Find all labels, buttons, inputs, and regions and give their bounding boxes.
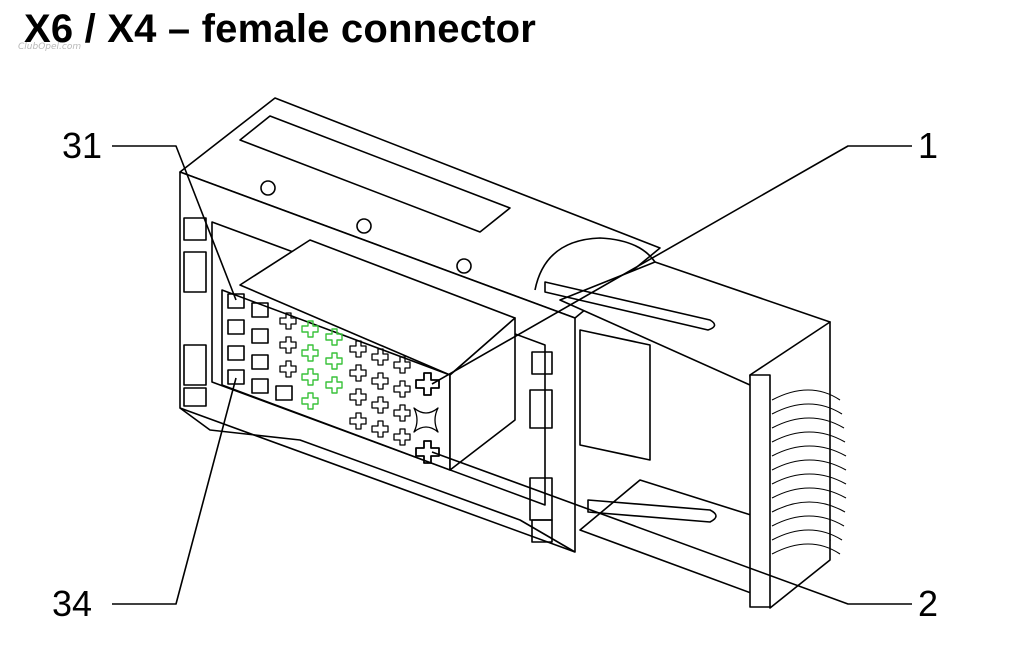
label-window — [239, 115, 511, 233]
top-hole-1 — [260, 180, 276, 196]
left-guide-slot-lower — [183, 344, 207, 386]
lever-upper-slot — [544, 281, 716, 331]
page-title: X6 / X4 – female connector — [24, 7, 537, 51]
highlighted-pins — [301, 320, 343, 410]
leader-line-2 — [431, 451, 912, 605]
small-pin-cavities — [279, 312, 440, 464]
callout-label-31: 31 — [62, 125, 103, 166]
insert-side-face — [449, 317, 516, 471]
top-hole-2 — [356, 218, 372, 234]
callout-label-1: 1 — [918, 125, 939, 166]
right-guide-block-bottom — [531, 519, 553, 543]
callout-label-2: 2 — [918, 583, 939, 624]
grip-face — [749, 374, 771, 608]
left-guide-block-top — [183, 217, 207, 241]
right-guide-block-top — [531, 351, 553, 375]
leader-line-34 — [112, 377, 237, 605]
lever-lower-slot — [587, 499, 717, 523]
leader-line-1 — [431, 145, 912, 385]
callout-label-34: 34 — [52, 583, 93, 624]
leader-line-31 — [112, 145, 237, 301]
large-cavities — [227, 293, 293, 401]
housing-bottom-lip — [179, 407, 576, 553]
grip-ribs — [771, 389, 847, 555]
right-guide-slot-upper — [529, 389, 553, 429]
left-guide-block-bottom — [183, 387, 207, 407]
lever-arc — [534, 237, 656, 291]
left-guide-slot-upper — [183, 251, 207, 293]
lever-side-frame — [579, 329, 651, 461]
watermark: ClubOpel.com — [18, 42, 82, 52]
top-hole-3 — [456, 258, 472, 274]
